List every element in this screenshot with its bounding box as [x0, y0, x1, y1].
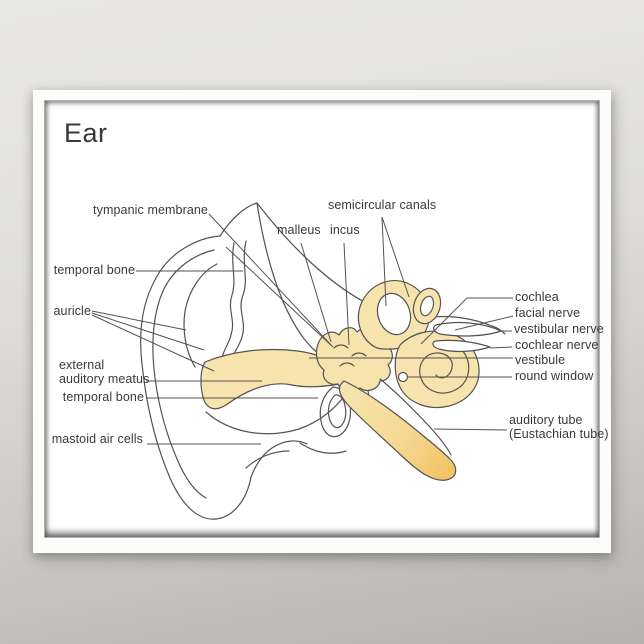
label-mastoid-air-cells: mastoid air cells [51, 432, 143, 446]
label-external-auditory-meatus: external auditory meatus [59, 358, 150, 386]
label-auricle: auricle [53, 304, 91, 318]
label-temporal-bone-upper: temporal bone [53, 263, 135, 277]
label-cochlea: cochlea [515, 290, 559, 304]
label-auditory-tube: auditory tube (Eustachian tube) [509, 413, 609, 441]
label-vestibule: vestibule [515, 353, 566, 367]
label-temporal-bone-lower: temporal bone [62, 390, 144, 404]
poster-title: Ear [64, 118, 108, 148]
label-external-auditory-meatus-line1: external [59, 358, 105, 372]
label-auditory-tube-line1: auditory tube [509, 413, 583, 427]
label-incus: incus [330, 223, 360, 237]
label-semicircular-canals: semicircular canals [328, 198, 437, 212]
label-malleus: malleus [277, 223, 321, 237]
label-external-auditory-meatus-line2: auditory meatus [59, 371, 150, 386]
label-facial-nerve: facial nerve [515, 306, 581, 320]
label-tympanic-membrane: tympanic membrane [93, 203, 208, 217]
label-round-window: round window [515, 369, 594, 383]
label-vestibular-nerve: vestibular nerve [514, 322, 604, 336]
label-cochlear-nerve: cochlear nerve [515, 338, 599, 352]
label-auditory-tube-line2: (Eustachian tube) [509, 427, 609, 441]
